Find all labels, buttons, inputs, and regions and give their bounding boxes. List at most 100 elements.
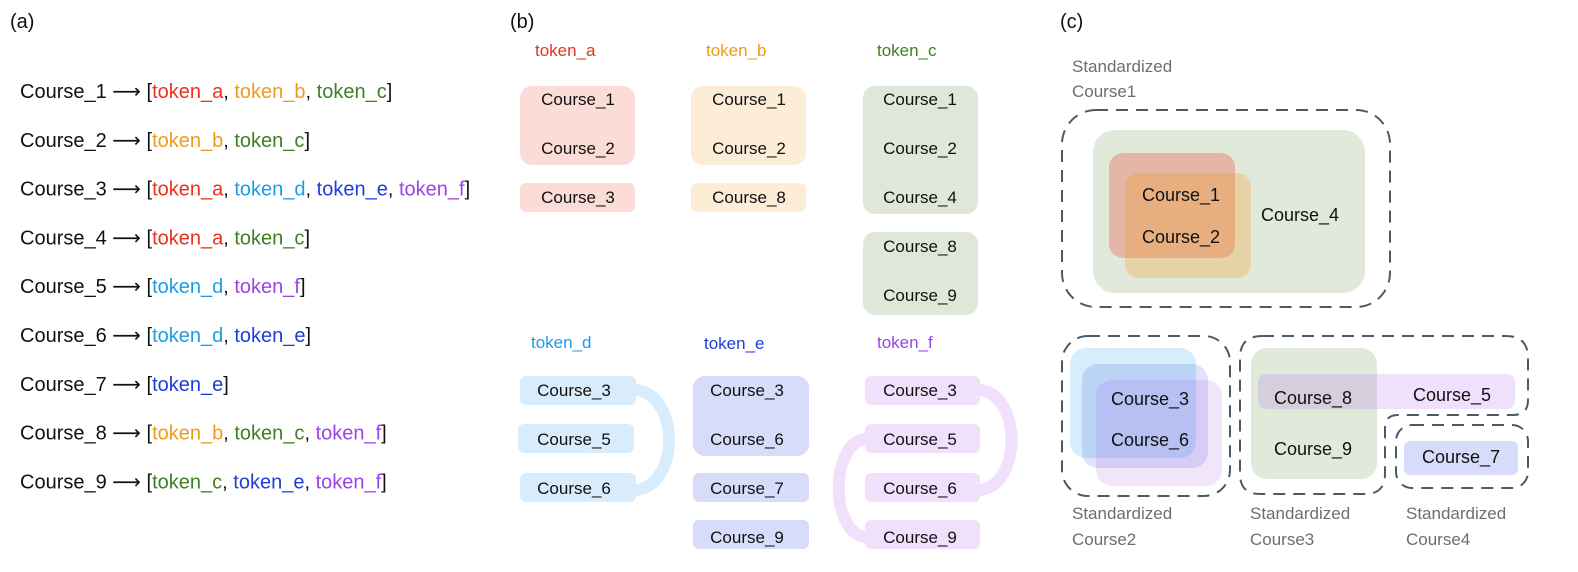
arrow-icon: ⟶ (107, 276, 147, 298)
panel-a: (a) Course_1 ⟶ [token_a, token_b, token_… (10, 11, 470, 493)
std-course4-label-line1: Standardized (1406, 504, 1506, 523)
course-label: Course_2 (883, 139, 957, 158)
course-name: Course_6 (20, 325, 107, 347)
course-label: Course_6 (710, 430, 784, 449)
token-f-region (1258, 374, 1515, 409)
token-f: token_f (234, 276, 300, 298)
token-d: token_d (152, 276, 223, 298)
course-label: Course_8 (1274, 388, 1352, 409)
course-name: Course_7 (20, 374, 107, 396)
token-f: token_f (399, 179, 465, 201)
course-label: Course_9 (883, 286, 957, 305)
token-c: token_c (152, 471, 222, 493)
course-token-row: Course_1 ⟶ [token_a, token_b, token_c] (20, 81, 392, 103)
token-f: token_f (316, 471, 382, 493)
course-label: Course_3 (883, 381, 957, 400)
token-b: token_b (234, 81, 305, 103)
course-token-row: Course_3 ⟶ [token_a, token_d, token_e, t… (20, 179, 470, 201)
header-token-b: token_b (706, 41, 767, 60)
token-f-connector-right (974, 384, 1018, 496)
token-c: token_c (234, 130, 304, 152)
token-f-region (1096, 380, 1222, 486)
token-e-region (1404, 441, 1518, 475)
course-token-row: Course_4 ⟶ [token_a, token_c] (20, 227, 310, 249)
arrow-icon: ⟶ (107, 179, 147, 201)
course-label: Course_2 (712, 139, 786, 158)
token-f-group-4 (865, 520, 980, 549)
std-course2-label-line1: Standardized (1072, 504, 1172, 523)
arrow-icon: ⟶ (107, 130, 147, 152)
header-token-d: token_d (531, 333, 592, 352)
token-d-connector (630, 384, 675, 496)
std-course4-label-line2: Course4 (1406, 530, 1470, 549)
std-course3-boundary (1239, 335, 1529, 495)
arrow-icon: ⟶ (107, 471, 147, 493)
arrow-icon: ⟶ (107, 325, 147, 347)
token-e-group-3 (693, 520, 809, 549)
course-label: Course_1 (883, 90, 957, 109)
course-label: Course_3 (710, 381, 784, 400)
arrow-icon: ⟶ (107, 81, 147, 103)
course-name: Course_4 (20, 227, 107, 249)
course-label: Course_8 (883, 237, 957, 256)
course-label: Course_4 (1261, 205, 1339, 226)
token-a: token_a (152, 227, 224, 249)
course-label: Course_2 (1142, 227, 1220, 248)
token-f-connector-left (832, 433, 871, 543)
token-a: token_a (152, 81, 224, 103)
course-token-row: Course_6 ⟶ [token_d, token_e] (20, 325, 311, 347)
std-course1-label-line1: Standardized (1072, 57, 1172, 76)
course-label: Course_5 (1413, 385, 1491, 406)
token-a-group-1 (520, 86, 635, 165)
token-b-region (1125, 173, 1251, 278)
panel-c-label: (c) (1060, 11, 1083, 33)
std-course3-label-line2: Course3 (1250, 530, 1314, 549)
course-label: Course_7 (710, 479, 784, 498)
course-label: Course_9 (1274, 439, 1352, 460)
token-e: token_e (233, 471, 304, 493)
token-c-region (1093, 130, 1365, 293)
course-label: Course_9 (710, 528, 784, 547)
token-e-region (1082, 364, 1208, 468)
course-label: Course_4 (883, 188, 957, 207)
token-c-region (1251, 348, 1377, 479)
token-a-region (1109, 153, 1235, 258)
token-f-group-1 (865, 376, 980, 405)
token-f-group-3 (865, 473, 980, 502)
token-e: token_e (152, 374, 223, 396)
header-token-a: token_a (535, 41, 596, 60)
course-label: Course_8 (712, 188, 786, 207)
course-name: Course_8 (20, 423, 107, 445)
token-e-group-1 (693, 376, 809, 456)
course-label: Course_5 (537, 430, 611, 449)
token-c: token_c (234, 423, 304, 445)
std-course3-label-line1: Standardized (1250, 504, 1350, 523)
course-name: Course_3 (20, 179, 107, 201)
token-c: token_c (317, 81, 387, 103)
panel-b-label: (b) (510, 11, 534, 33)
std-course2-label-line2: Course2 (1072, 530, 1136, 549)
course-token-row: Course_5 ⟶ [token_d, token_f] (20, 276, 306, 298)
arrow-icon: ⟶ (107, 227, 147, 249)
token-d-group-1 (520, 376, 636, 405)
course-token-row: Course_9 ⟶ [token_c, token_e, token_f] (20, 471, 387, 493)
course-token-list: Course_1 ⟶ [token_a, token_b, token_c] Co… (20, 81, 470, 493)
course-label: Course_6 (883, 479, 957, 498)
course-label: Course_3 (541, 188, 615, 207)
std-course2-boundary (1061, 335, 1231, 497)
course-label: Course_6 (537, 479, 611, 498)
header-token-e: token_e (704, 334, 765, 353)
header-token-f: token_f (877, 333, 933, 352)
token-c: token_c (234, 227, 304, 249)
course-label: Course_3 (1111, 389, 1189, 410)
course-label: Course_6 (1111, 430, 1189, 451)
course-label: Course_1 (541, 90, 615, 109)
course-label: Course_1 (1142, 185, 1220, 206)
course-label: Course_5 (883, 430, 957, 449)
token-b: token_b (152, 423, 223, 445)
token-e: token_e (234, 325, 305, 347)
panel-a-label: (a) (10, 11, 34, 33)
panel-b: (b) token_a token_b token_c token_d toke… (510, 11, 1018, 549)
token-c-group-1 (863, 86, 978, 214)
